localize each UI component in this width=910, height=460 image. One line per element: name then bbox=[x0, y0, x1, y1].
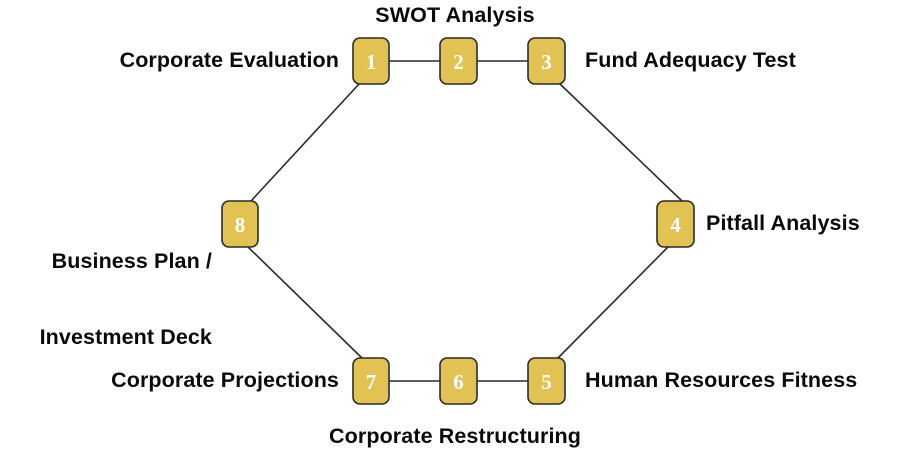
edge-8-to-1 bbox=[250, 83, 360, 202]
node-2-number: 2 bbox=[453, 50, 464, 74]
node-3-box[interactable] bbox=[527, 37, 566, 85]
label-business-plan-investment-deck: Business Plan / Investment Deck bbox=[0, 198, 212, 401]
node-6-number: 6 bbox=[453, 370, 464, 394]
node-5[interactable]: 5 bbox=[527, 357, 566, 405]
node-5-number: 5 bbox=[541, 370, 552, 394]
node-3[interactable]: 3 bbox=[527, 37, 566, 85]
edge-group bbox=[247, 60, 683, 382]
node-6[interactable]: 6 bbox=[439, 357, 478, 405]
label-corporate-restructuring: Corporate Restructuring bbox=[329, 424, 581, 448]
node-1-box[interactable] bbox=[352, 37, 390, 85]
label-human-resources-fitness: Human Resources Fitness bbox=[585, 368, 858, 392]
node-8[interactable]: 8 bbox=[221, 200, 259, 248]
node-1-number: 1 bbox=[366, 50, 377, 74]
node-4-number: 4 bbox=[670, 213, 681, 237]
node-2-box[interactable] bbox=[439, 37, 478, 85]
label-business-plan-line2: Investment Deck bbox=[39, 324, 212, 349]
node-6-box[interactable] bbox=[439, 357, 478, 405]
node-group: 1 2 3 4 5 6 bbox=[221, 37, 695, 405]
edge-4-to-5 bbox=[557, 246, 669, 359]
label-swot-analysis: SWOT Analysis bbox=[375, 3, 535, 27]
label-corporate-projections: Corporate Projections bbox=[111, 368, 339, 392]
label-fund-adequacy-test: Fund Adequacy Test bbox=[585, 48, 796, 72]
node-5-box[interactable] bbox=[527, 357, 566, 405]
edge-7-to-8 bbox=[247, 246, 363, 359]
label-pitfall-analysis: Pitfall Analysis bbox=[706, 211, 860, 235]
node-7[interactable]: 7 bbox=[352, 357, 390, 405]
node-8-box[interactable] bbox=[221, 200, 259, 248]
node-2[interactable]: 2 bbox=[439, 37, 478, 85]
label-corporate-evaluation: Corporate Evaluation bbox=[119, 48, 339, 72]
node-7-box[interactable] bbox=[352, 357, 390, 405]
node-7-number: 7 bbox=[366, 370, 377, 394]
node-4-box[interactable] bbox=[656, 200, 695, 248]
node-8-number: 8 bbox=[235, 213, 246, 237]
node-4[interactable]: 4 bbox=[656, 200, 695, 248]
label-business-plan-line1: Business Plan / bbox=[51, 248, 212, 273]
node-3-number: 3 bbox=[541, 50, 552, 74]
edge-3-to-4 bbox=[559, 83, 683, 202]
node-1[interactable]: 1 bbox=[352, 37, 390, 85]
